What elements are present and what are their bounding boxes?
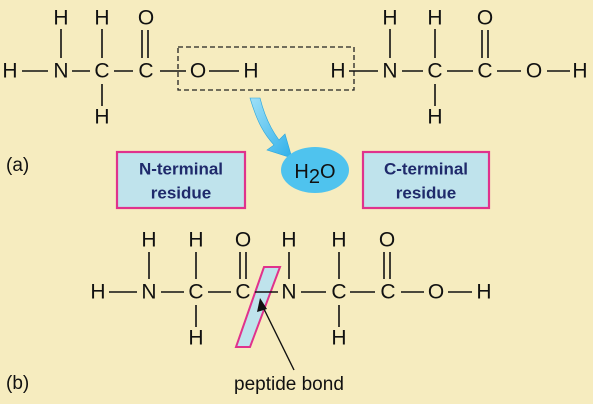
atom: O (428, 281, 444, 304)
atom: H (281, 229, 296, 252)
atom: O (526, 60, 542, 83)
c-terminal-box (361, 150, 491, 210)
atom: C (380, 281, 395, 304)
water-o: O (320, 161, 336, 183)
atom: C (477, 60, 492, 83)
atom: O (138, 7, 154, 30)
atom: H (243, 60, 258, 83)
molecule-a-right: H H H N C H C O O H (330, 7, 587, 129)
water-h: H (294, 161, 308, 183)
atom: H (331, 327, 346, 350)
pointer-arrow-line (261, 304, 295, 371)
atom: H (188, 229, 203, 252)
atom: C (427, 60, 442, 83)
panel-a-label: (a) (6, 155, 29, 176)
atom: H (427, 106, 442, 129)
atom: N (281, 281, 296, 304)
atom: O (477, 7, 493, 30)
atom: O (190, 60, 206, 83)
atom: H (94, 106, 109, 129)
panel-b-label: (b) (6, 373, 29, 394)
atom: H (382, 7, 397, 30)
water-loss-dashed-box (177, 46, 355, 91)
atom: H (572, 60, 587, 83)
atom: C (235, 281, 250, 304)
atom: H (188, 327, 203, 350)
pointer-arrowhead-icon (257, 298, 267, 312)
atom: H (94, 7, 109, 30)
atom: H (427, 7, 442, 30)
c-terminal-line1: C-terminal (384, 160, 468, 179)
atom: H (141, 229, 156, 252)
reaction-arrow-icon (249, 97, 293, 159)
peptide-bond-highlight (234, 266, 282, 348)
atom: H (2, 60, 17, 83)
atom: O (379, 229, 395, 252)
atom: H (330, 60, 345, 83)
atom: O (235, 229, 251, 252)
water-molecule-badge (281, 147, 349, 193)
atom: C (94, 60, 109, 83)
atom: N (53, 60, 68, 83)
atom: H (53, 7, 68, 30)
peptide-bond-label: peptide bond (234, 374, 344, 395)
atom: C (138, 60, 153, 83)
atom: H (90, 281, 105, 304)
n-terminal-box (115, 150, 247, 210)
atom: C (188, 281, 203, 304)
atom: N (141, 281, 156, 304)
n-terminal-line1: N-terminal (139, 160, 223, 179)
atom: H (331, 229, 346, 252)
n-terminal-line2: residue (151, 184, 211, 203)
water-subscript: 2 (309, 166, 320, 188)
molecule-b-dipeptide: H H H N C C N C C O H H O H H O H (90, 229, 491, 350)
water-formula: H2O (294, 161, 335, 188)
molecule-a-left: H H H N C C O H H O (2, 7, 258, 129)
atom: C (331, 281, 346, 304)
atom: N (382, 60, 397, 83)
c-terminal-line2: residue (396, 184, 456, 203)
atom: H (476, 281, 491, 304)
